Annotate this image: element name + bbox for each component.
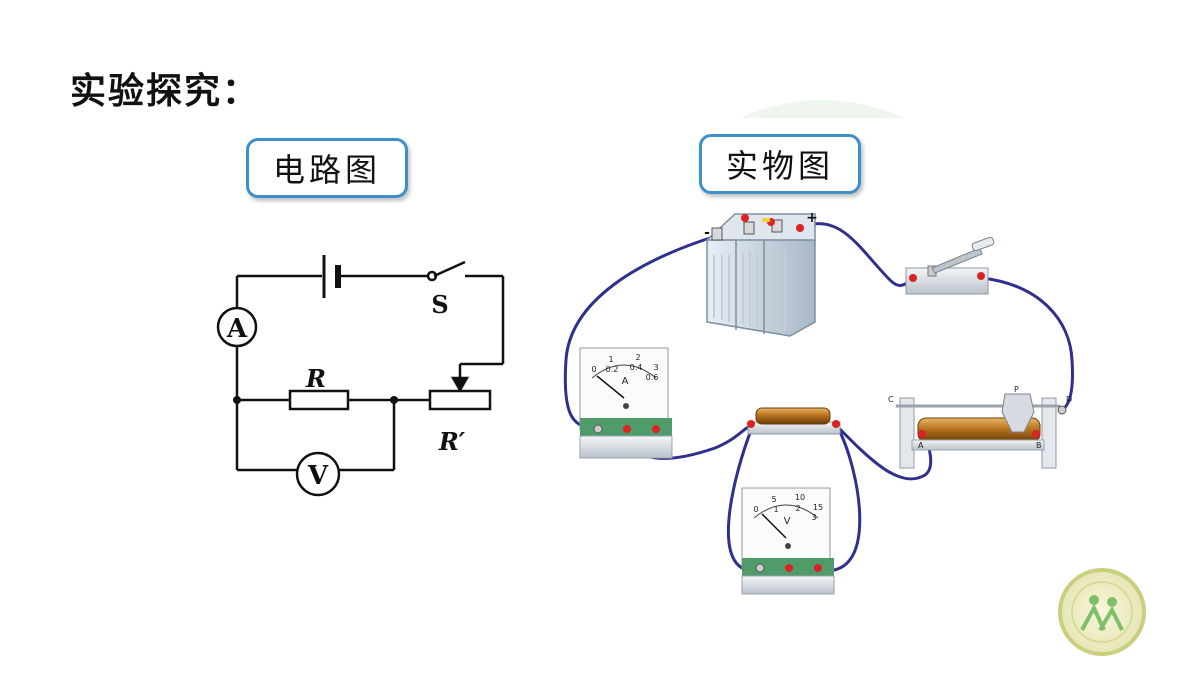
- page-title: 实验探究：: [70, 70, 261, 112]
- junction-left: [233, 396, 241, 404]
- ammeter-scale-0: 0: [591, 365, 596, 374]
- ammeter-face-letter: A: [622, 376, 629, 387]
- voltmeter-scale-5: 2: [795, 504, 800, 513]
- rheostat-terminal-c: C: [888, 395, 894, 404]
- voltmeter-letter: V: [307, 461, 329, 491]
- rheostat-terminal-d: D: [1066, 395, 1072, 404]
- battery-pack: [705, 213, 816, 337]
- knife-switch: [905, 236, 995, 295]
- circuit-diagram: [216, 255, 505, 497]
- ammeter-scale-2: 2: [635, 353, 640, 362]
- rheostat-terminal-p: P: [1014, 385, 1019, 394]
- voltmeter-scale-1: 5: [771, 495, 776, 504]
- wire-resistor-to-rheostat: [833, 422, 933, 481]
- wire-resistor-to-voltmeter-right: [818, 426, 862, 572]
- physical-diagram-label: 实物图: [699, 134, 861, 194]
- voltmeter-scale-4: 1: [773, 505, 778, 514]
- school-logo: [1058, 568, 1146, 656]
- switch-label: S: [431, 290, 448, 319]
- rheostat-slider-arrow: [450, 376, 470, 393]
- ammeter-scale-3: 3: [653, 363, 658, 372]
- voltmeter-device: [741, 487, 835, 595]
- voltmeter-scale-3: 15: [813, 503, 823, 512]
- ammeter-letter: A: [226, 314, 248, 344]
- battery-plus-label: +: [806, 210, 818, 226]
- rheostat-device: [896, 393, 1067, 469]
- ammeter-scale-1: 1: [608, 355, 613, 364]
- switch-lever: [433, 260, 466, 278]
- battery-minus-label: -: [704, 225, 710, 241]
- voltmeter-scale-0: 0: [753, 505, 758, 514]
- resistor-symbol: [288, 389, 350, 411]
- ammeter-scale-6: 0.6: [646, 373, 659, 382]
- rheostat-label: R′: [438, 427, 466, 456]
- voltmeter-face-letter: V: [784, 516, 791, 527]
- voltmeter-scale-6: 3: [811, 513, 816, 522]
- ammeter-scale-4: 0.2: [606, 365, 619, 374]
- rheostat-terminal-b: B: [1036, 441, 1042, 450]
- circuit-diagram-label: 电路图: [246, 138, 408, 198]
- voltmeter-scale-2: 10: [795, 493, 805, 502]
- voltmeter-symbol: [295, 451, 341, 497]
- wire-battery-to-ammeter: [563, 234, 718, 430]
- rheostat-symbol: [428, 389, 492, 411]
- wire-switch-to-rheostat: [980, 276, 1074, 412]
- ammeter-device: [579, 347, 673, 459]
- resistor-label: R: [305, 364, 326, 393]
- rheostat-terminal-a: A: [918, 441, 924, 450]
- ammeter-scale-5: 0.4: [630, 363, 643, 372]
- background-decoration: [740, 100, 905, 118]
- wire-battery-to-switch: [798, 222, 914, 287]
- junction-right: [390, 396, 398, 404]
- fixed-resistor-device: [747, 407, 841, 435]
